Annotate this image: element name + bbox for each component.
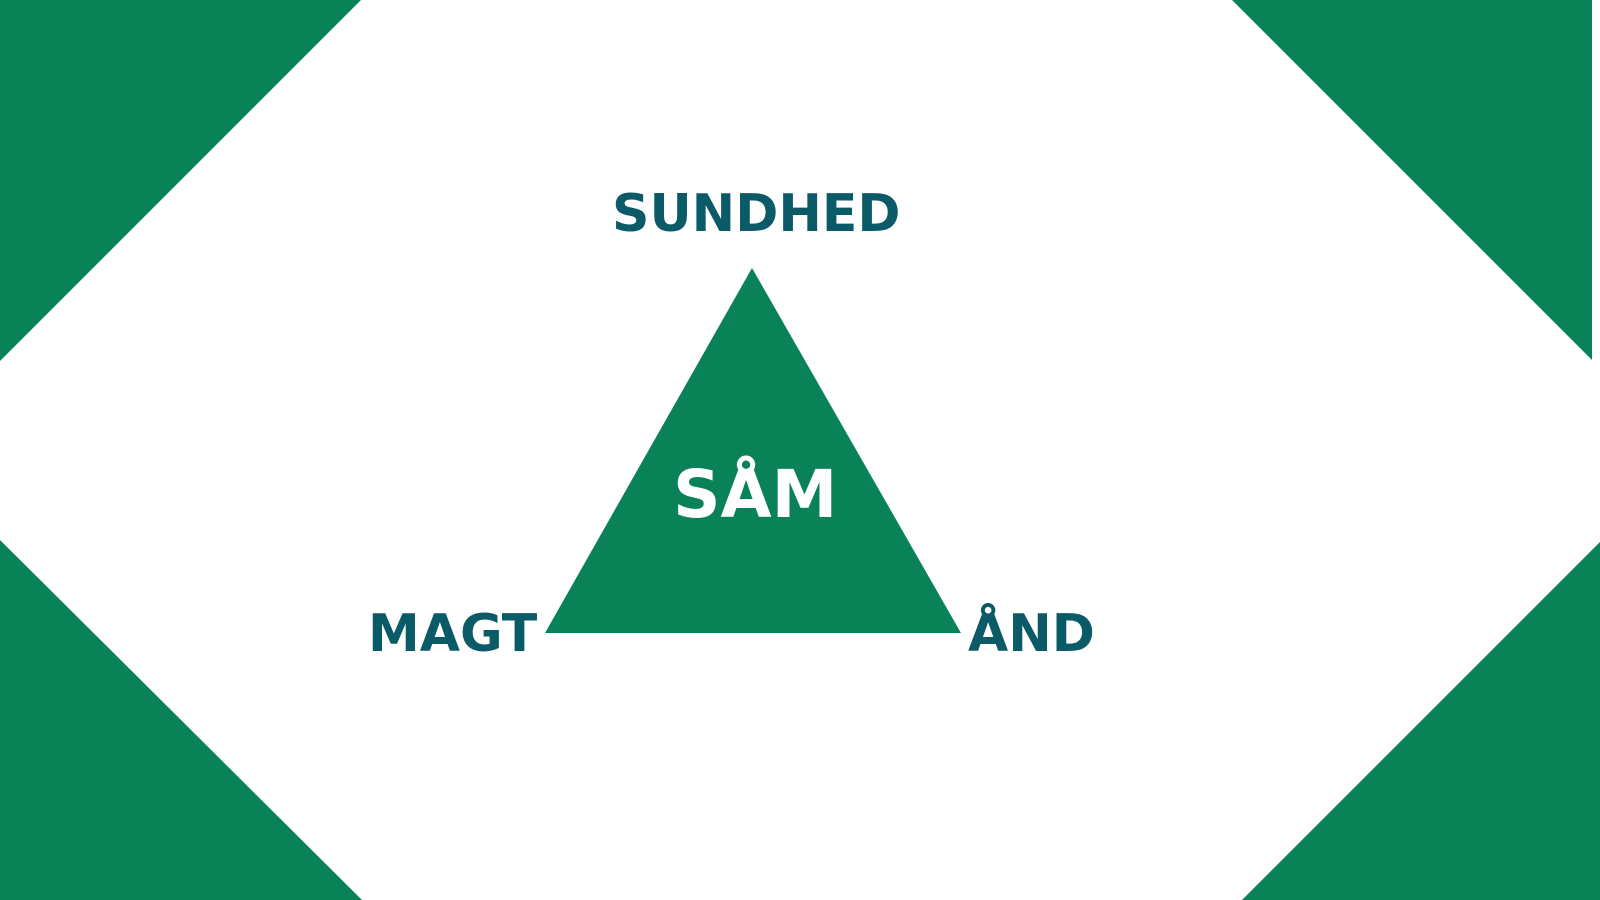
corner-triangle-bottom-left bbox=[0, 540, 362, 900]
label-sundhed: SUNDHED bbox=[612, 184, 901, 244]
center-triangle bbox=[545, 268, 961, 633]
corner-triangle-top-left bbox=[0, 0, 361, 361]
label-saam: SÅM bbox=[673, 456, 838, 533]
label-magt: MAGT bbox=[368, 604, 538, 664]
corner-triangle-bottom-right bbox=[1242, 542, 1600, 900]
corner-triangle-top-right bbox=[1232, 0, 1592, 360]
label-aand: ÅND bbox=[968, 604, 1095, 664]
